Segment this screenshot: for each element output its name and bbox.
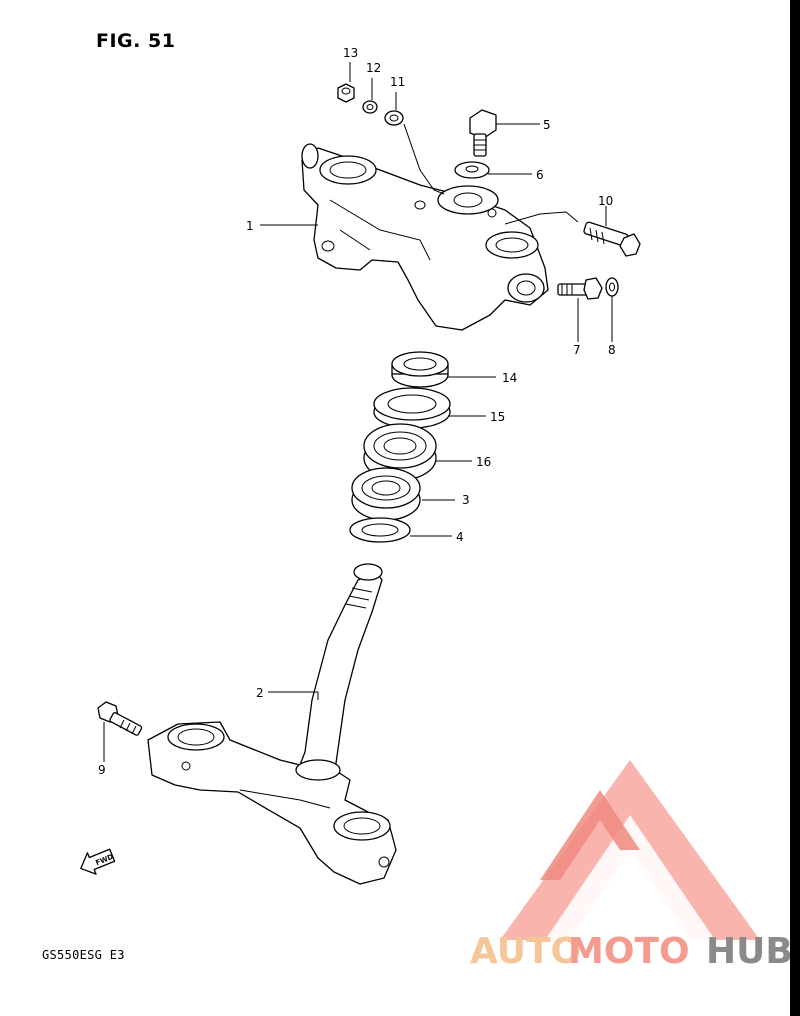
leader-lines (103, 62, 613, 762)
callout-6: 6 (536, 168, 544, 182)
part-washer-4 (349, 517, 411, 543)
figure-title: FIG. 51 (96, 30, 176, 52)
part-upper-bracket (301, 143, 549, 331)
watermark-hub: HUB (706, 931, 790, 972)
callout-15: 15 (490, 410, 505, 424)
callout-4: 4 (456, 530, 464, 544)
callout-11: 11 (390, 75, 405, 89)
callout-16: 16 (476, 455, 491, 469)
watermark-moto: MOTO (568, 931, 690, 972)
part-nut-13 (337, 83, 355, 103)
model-code: GS550ESG E3 (42, 948, 125, 962)
watermark-logo (500, 760, 760, 940)
part-nut-14 (391, 351, 449, 388)
part-washer-6 (454, 161, 490, 179)
part-washer-11 (384, 110, 404, 126)
callout-7: 7 (573, 343, 581, 357)
part-steering-stem (147, 563, 397, 885)
callout-10: 10 (598, 194, 613, 208)
part-bearing-3 (351, 467, 421, 521)
part-bolt-5 (469, 109, 497, 157)
callout-14: 14 (502, 371, 517, 385)
part-washer-12 (362, 100, 378, 114)
callout-5: 5 (543, 118, 551, 132)
callout-2: 2 (256, 686, 264, 700)
callout-13: 13 (343, 46, 358, 60)
callout-8: 8 (608, 343, 616, 357)
callout-labels: 1 2 3 4 5 6 7 8 9 10 11 12 13 14 15 16 (98, 46, 616, 777)
watermark-auto: AUTO (470, 931, 581, 972)
callout-1: 1 (246, 219, 254, 233)
part-washer-8 (605, 277, 619, 297)
right-border (790, 0, 800, 1016)
part-bolt-9 (97, 701, 143, 736)
part-bolt-7 (557, 277, 603, 300)
watermark-text: AUTO MOTO HUB (470, 931, 790, 972)
part-bearing-16 (363, 423, 437, 481)
callout-12: 12 (366, 61, 381, 75)
part-seal-15 (373, 387, 451, 429)
callout-9: 9 (98, 763, 106, 777)
part-bolt-10 (583, 221, 641, 257)
callout-3: 3 (462, 493, 470, 507)
fwd-arrow-icon: FWD (80, 848, 116, 875)
